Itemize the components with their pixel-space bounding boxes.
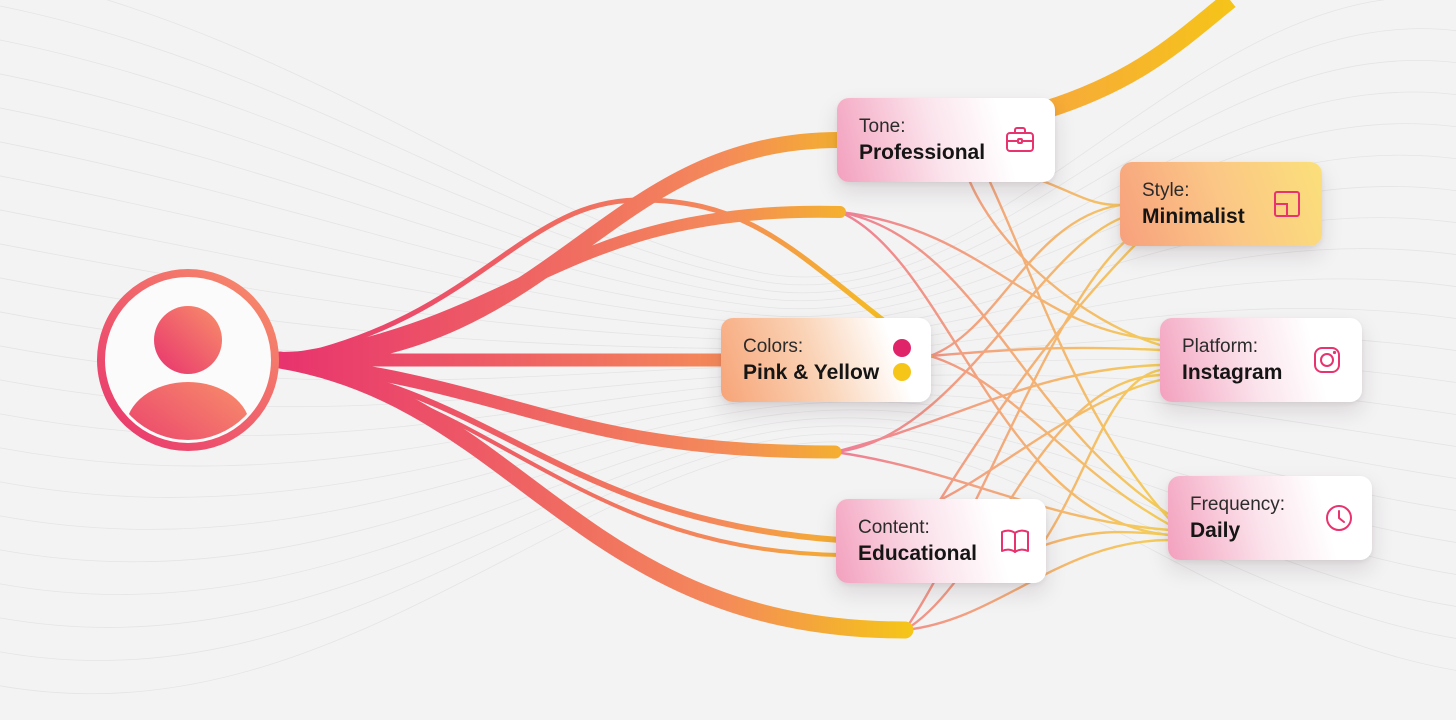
briefcase-icon xyxy=(1006,127,1034,152)
node-colors-value: Pink & Yellow xyxy=(743,360,880,384)
yellow-swatch-icon xyxy=(893,363,911,381)
top-yellow-stroke xyxy=(1042,0,1236,119)
node-content[interactable]: Content: Educational xyxy=(836,499,1046,583)
clock-icon xyxy=(1326,505,1352,531)
node-style-value: Minimalist xyxy=(1142,204,1245,228)
node-tone[interactable]: Tone: Professional xyxy=(837,98,1055,182)
node-tone-label: Tone: xyxy=(859,115,906,137)
node-tone-value: Professional xyxy=(859,140,986,164)
node-frequency-value: Daily xyxy=(1190,518,1241,542)
node-platform[interactable]: Platform: Instagram xyxy=(1160,318,1362,402)
background-line xyxy=(0,433,1456,661)
pink-swatch-icon xyxy=(893,339,911,357)
background-line xyxy=(0,5,1456,286)
background-line xyxy=(0,107,1456,309)
background-line xyxy=(0,39,1456,294)
user-avatar-icon xyxy=(97,269,279,451)
node-colors-label: Colors: xyxy=(743,335,804,357)
node-style-label: Style: xyxy=(1142,179,1190,201)
cross-connections xyxy=(833,178,1172,632)
node-colors[interactable]: Colors: Pink & Yellow xyxy=(721,318,931,402)
main-connections xyxy=(271,132,933,639)
node-content-label: Content: xyxy=(858,516,930,538)
book-icon xyxy=(1001,529,1029,553)
background-line xyxy=(0,73,1456,302)
background-line xyxy=(106,0,1387,278)
node-style[interactable]: Style: Minimalist xyxy=(1120,162,1322,246)
background-line xyxy=(0,401,1456,530)
instagram-icon xyxy=(1314,347,1340,373)
node-frequency-label: Frequency: xyxy=(1190,493,1286,515)
node-platform-value: Instagram xyxy=(1182,360,1283,384)
node-frequency[interactable]: Frequency: Daily xyxy=(1168,476,1372,560)
node-platform-label: Platform: xyxy=(1182,335,1259,357)
node-content-value: Educational xyxy=(858,541,978,565)
layout-icon xyxy=(1274,191,1300,217)
